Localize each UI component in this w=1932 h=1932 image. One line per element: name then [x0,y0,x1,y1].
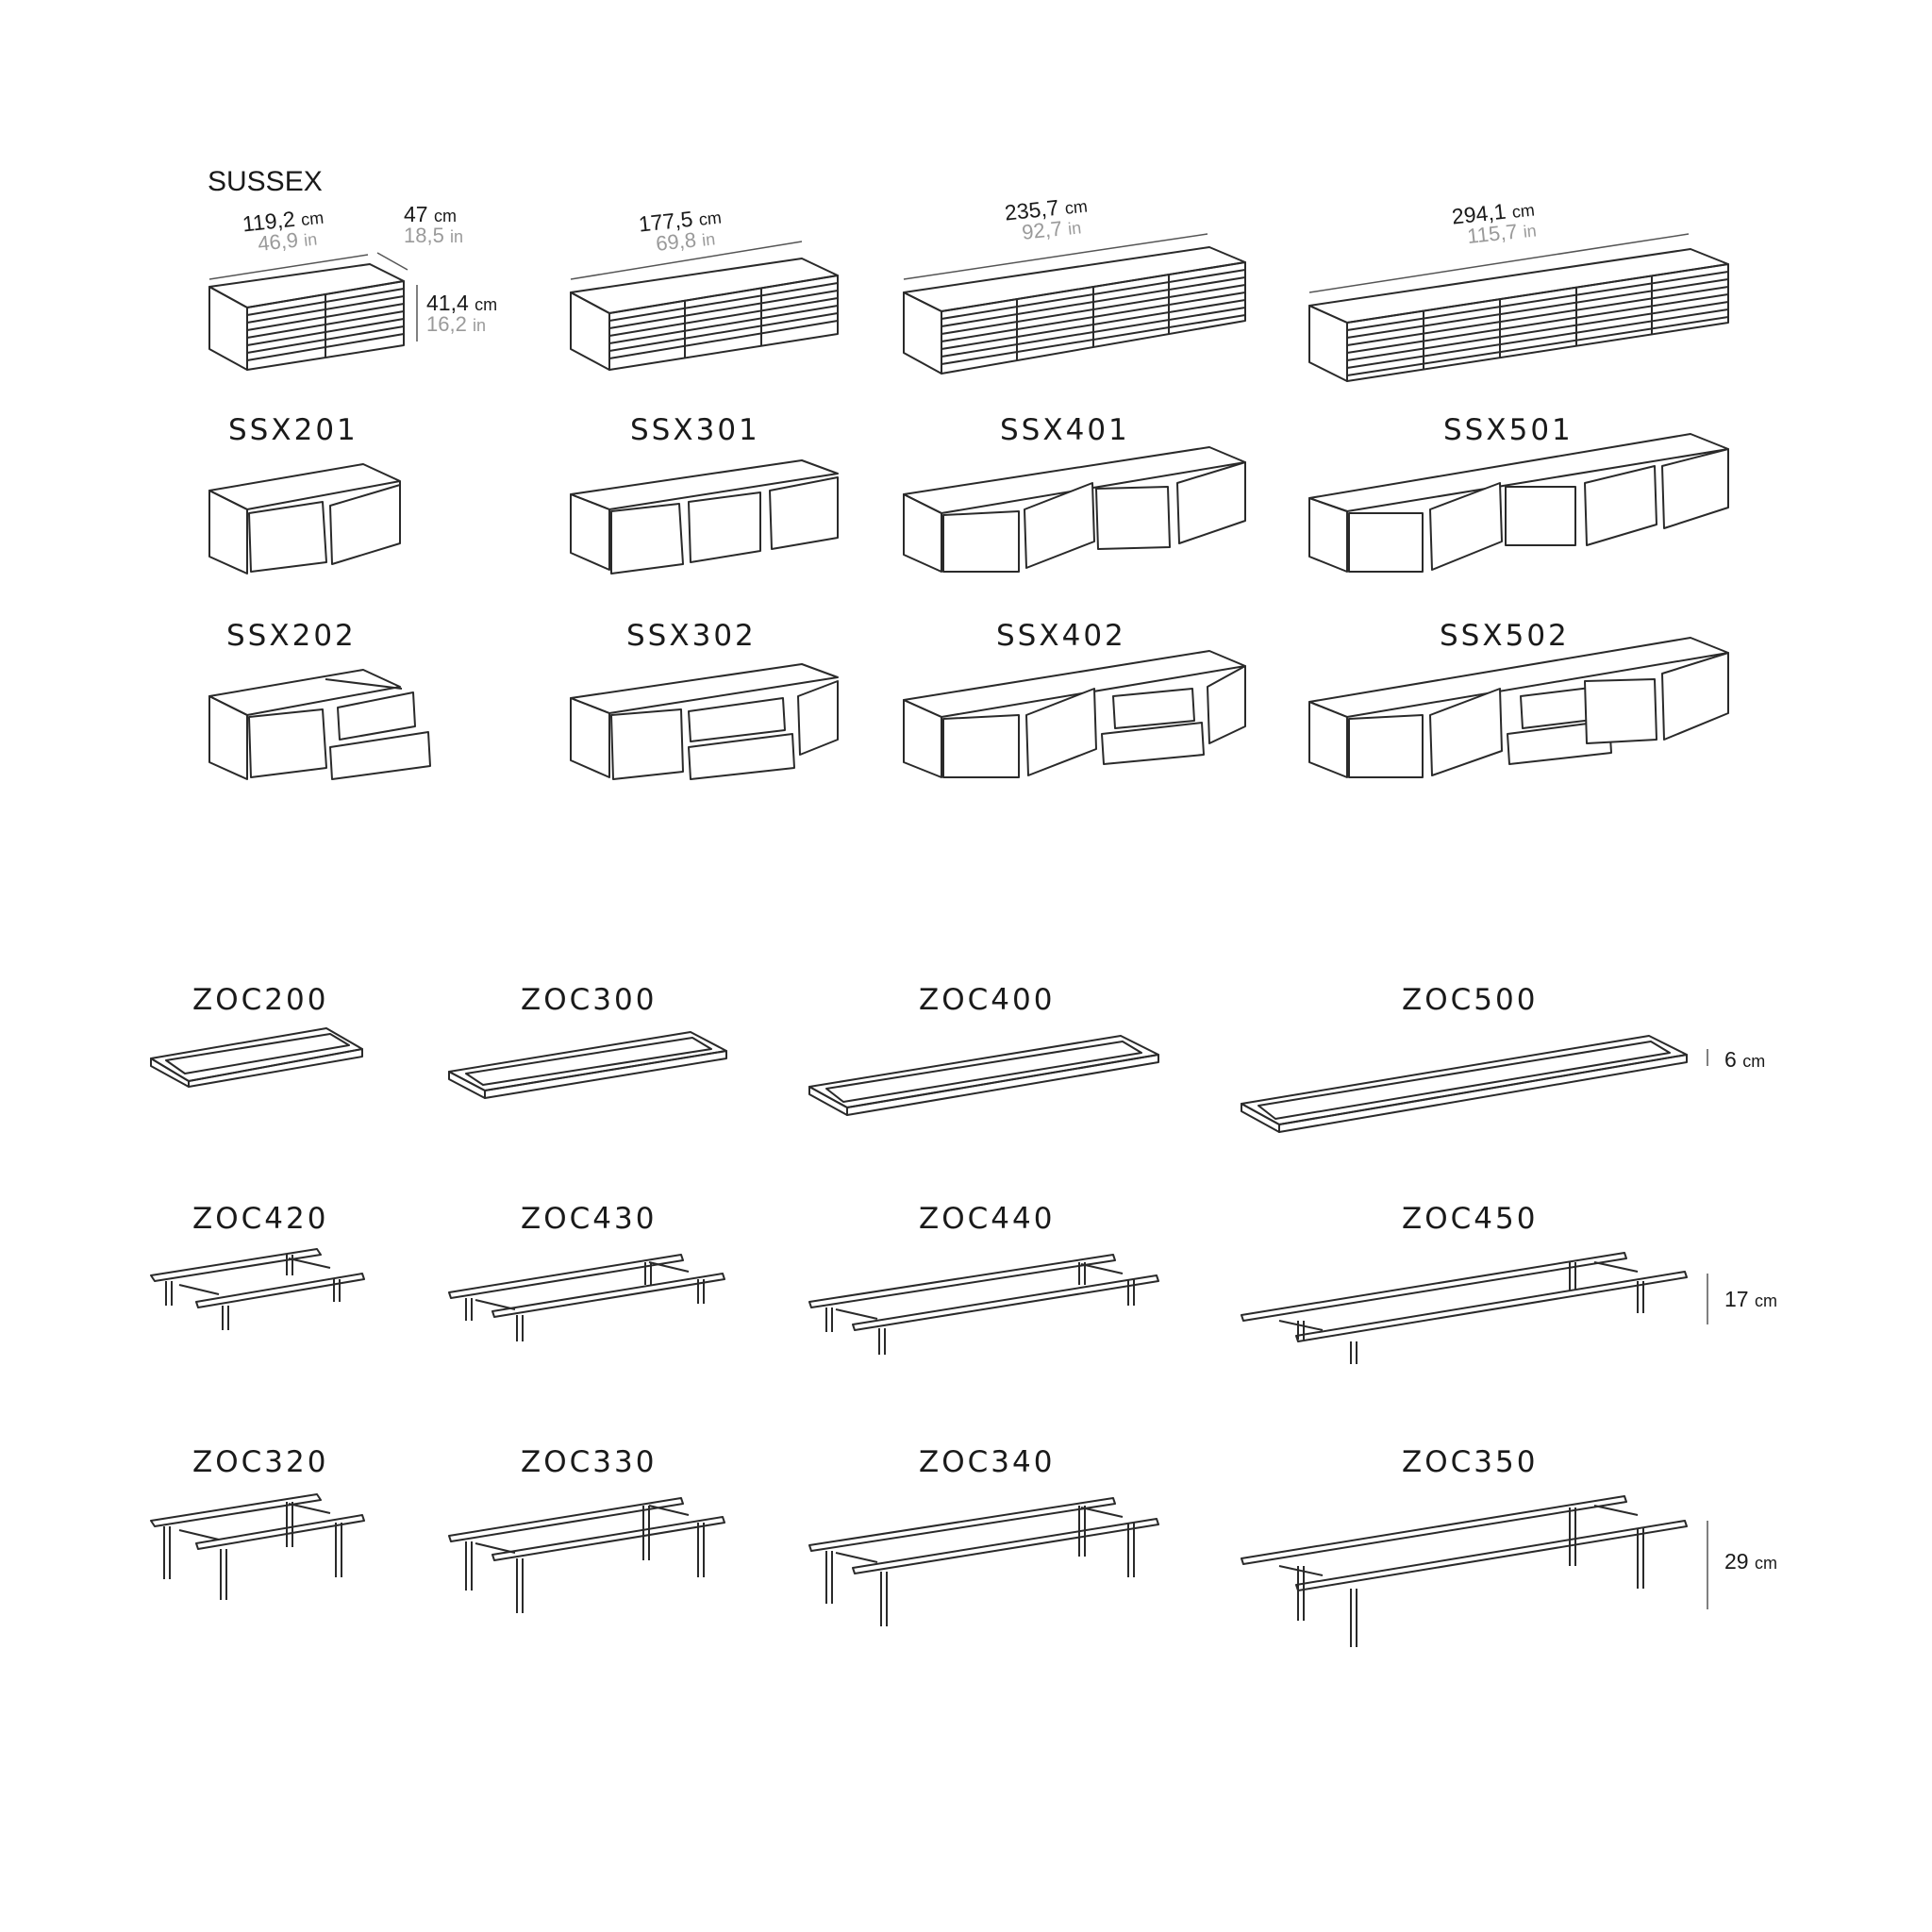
mid-leg-height: 17 cm [1724,1287,1777,1311]
zoc330-drawing [448,1497,725,1613]
model-label: SSX302 [626,619,757,653]
model-label: SSX501 [1443,413,1574,447]
sussex-cabinet-3 [570,258,839,371]
ssx201-drawing [208,463,401,575]
model-label: ZOC340 [919,1445,1056,1479]
ssx501-drawing [1308,433,1729,573]
width-dimension-3: 235,7 cm 92,7 in [1003,194,1089,244]
height-in: 16,2 [426,312,467,336]
ssx301-drawing [570,459,839,575]
width-2-in: 69,8 [654,227,698,256]
zoc500-drawing [1241,1035,1688,1133]
zoc400-drawing [808,1035,1159,1116]
dimension-lines [208,233,1690,341]
sussex-cabinet-2 [208,263,405,371]
sussex-cabinet-4 [903,246,1246,375]
width-dimension-4: 294,1 cm 115,7 in [1450,198,1538,249]
model-label: ZOC320 [192,1445,329,1479]
zoc350-drawing [1241,1495,1688,1647]
depth-dimension: 47 cm 18,5 in [404,202,463,247]
model-label: SSX202 [226,619,357,653]
model-label: ZOC300 [521,983,658,1017]
model-label: SSX401 [1000,413,1130,447]
model-label: SSX502 [1440,619,1570,653]
model-label: ZOC420 [192,1202,329,1236]
model-label: ZOC450 [1402,1202,1539,1236]
model-label: SSX301 [630,413,760,447]
model-label: ZOC440 [919,1202,1056,1236]
height-dimension: 41,4 cm 16,2 in [426,291,498,336]
ssx502-drawing [1308,637,1729,778]
zoc200-drawing [150,1027,363,1088]
model-label: SSX201 [228,413,358,447]
height-cm: 41,4 [426,291,469,315]
tall-leg-height: 29 cm [1724,1549,1777,1574]
model-label: ZOC200 [192,983,329,1017]
width-dimension-1: 119,2 cm 46,9 in [241,206,325,256]
width-3-in: 92,7 [1020,216,1064,244]
zoc450-drawing [1241,1252,1688,1364]
model-label: ZOC400 [919,983,1056,1017]
model-label: ZOC430 [521,1202,658,1236]
zoc430-drawing [448,1254,725,1341]
ssx202-drawing [208,669,431,780]
sussex-cabinet-5 [1308,248,1729,382]
ssx402-drawing [903,650,1246,778]
model-label: ZOC350 [1402,1445,1539,1479]
model-label: ZOC500 [1402,983,1539,1017]
ssx401-drawing [903,446,1246,573]
width-1-in: 46,9 [257,227,300,256]
zoc420-drawing [150,1248,365,1330]
zoc300-drawing [448,1031,727,1099]
model-label: SSX402 [996,619,1126,653]
depth-cm: 47 [404,202,428,226]
depth-in: 18,5 [404,224,444,247]
zoc320-drawing [150,1493,365,1600]
plinth-height: 6 cm [1724,1047,1766,1072]
model-label: ZOC330 [521,1445,658,1479]
product-title: SUSSEX [208,166,323,197]
width-dimension-2: 177,5 cm 69,8 in [637,206,723,256]
zoc340-drawing [808,1497,1159,1626]
ssx302-drawing [570,663,839,780]
zoc440-drawing [808,1254,1159,1355]
